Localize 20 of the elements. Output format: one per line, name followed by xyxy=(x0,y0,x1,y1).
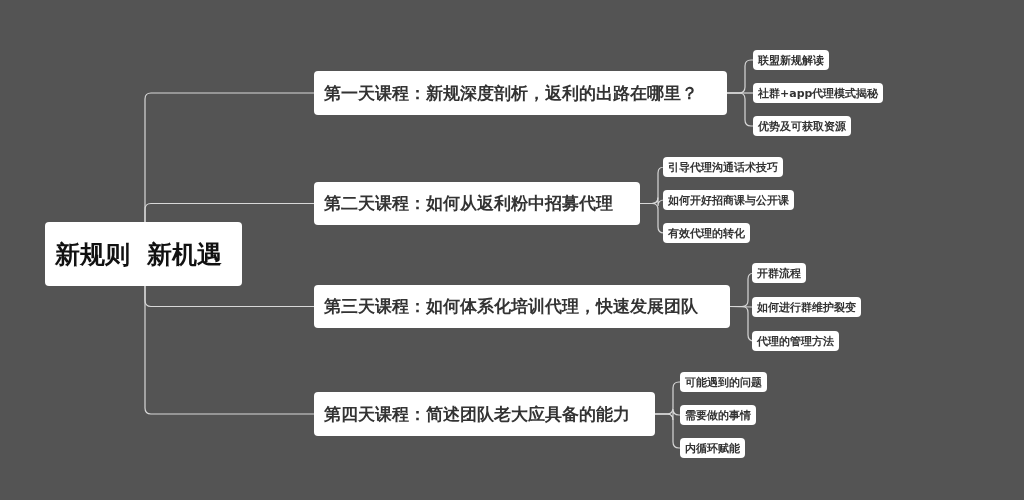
subtopic-box: 可能遇到的问题 xyxy=(680,372,767,392)
subtopic-box: 需要做的事情 xyxy=(680,405,756,425)
subtopic-box: 有效代理的转化 xyxy=(663,223,750,243)
topic-box: 第三天课程：如何体系化培训代理，快速发展团队 xyxy=(314,285,730,328)
subtopic-box: 社群+app代理模式揭秘 xyxy=(753,83,884,103)
subtopic-box: 代理的管理方法 xyxy=(752,331,839,351)
topic-box: 第二天课程：如何从返利粉中招募代理 xyxy=(314,182,640,225)
subtopic-box: 如何开好招商课与公开课 xyxy=(663,190,794,210)
subtopic-box: 如何进行群维护裂变 xyxy=(752,297,861,317)
connector-line xyxy=(144,285,315,415)
subtopic-box: 联盟新规解读 xyxy=(753,50,829,70)
topic-box: 第四天课程：简述团队老大应具备的能力 xyxy=(314,392,655,436)
subtopic-box: 开群流程 xyxy=(752,263,806,283)
connector-line xyxy=(639,202,665,234)
subtopic-box: 引导代理沟通话术技巧 xyxy=(663,157,783,177)
central-topic-box: 新规则 新机遇 xyxy=(45,222,242,286)
subtopic-box: 内循环赋能 xyxy=(680,438,745,458)
connector-line xyxy=(144,202,315,223)
subtopic-box: 优势及可获取资源 xyxy=(753,116,851,136)
topic-box: 第一天课程：新规深度剖析，返利的出路在哪里？ xyxy=(314,71,727,115)
